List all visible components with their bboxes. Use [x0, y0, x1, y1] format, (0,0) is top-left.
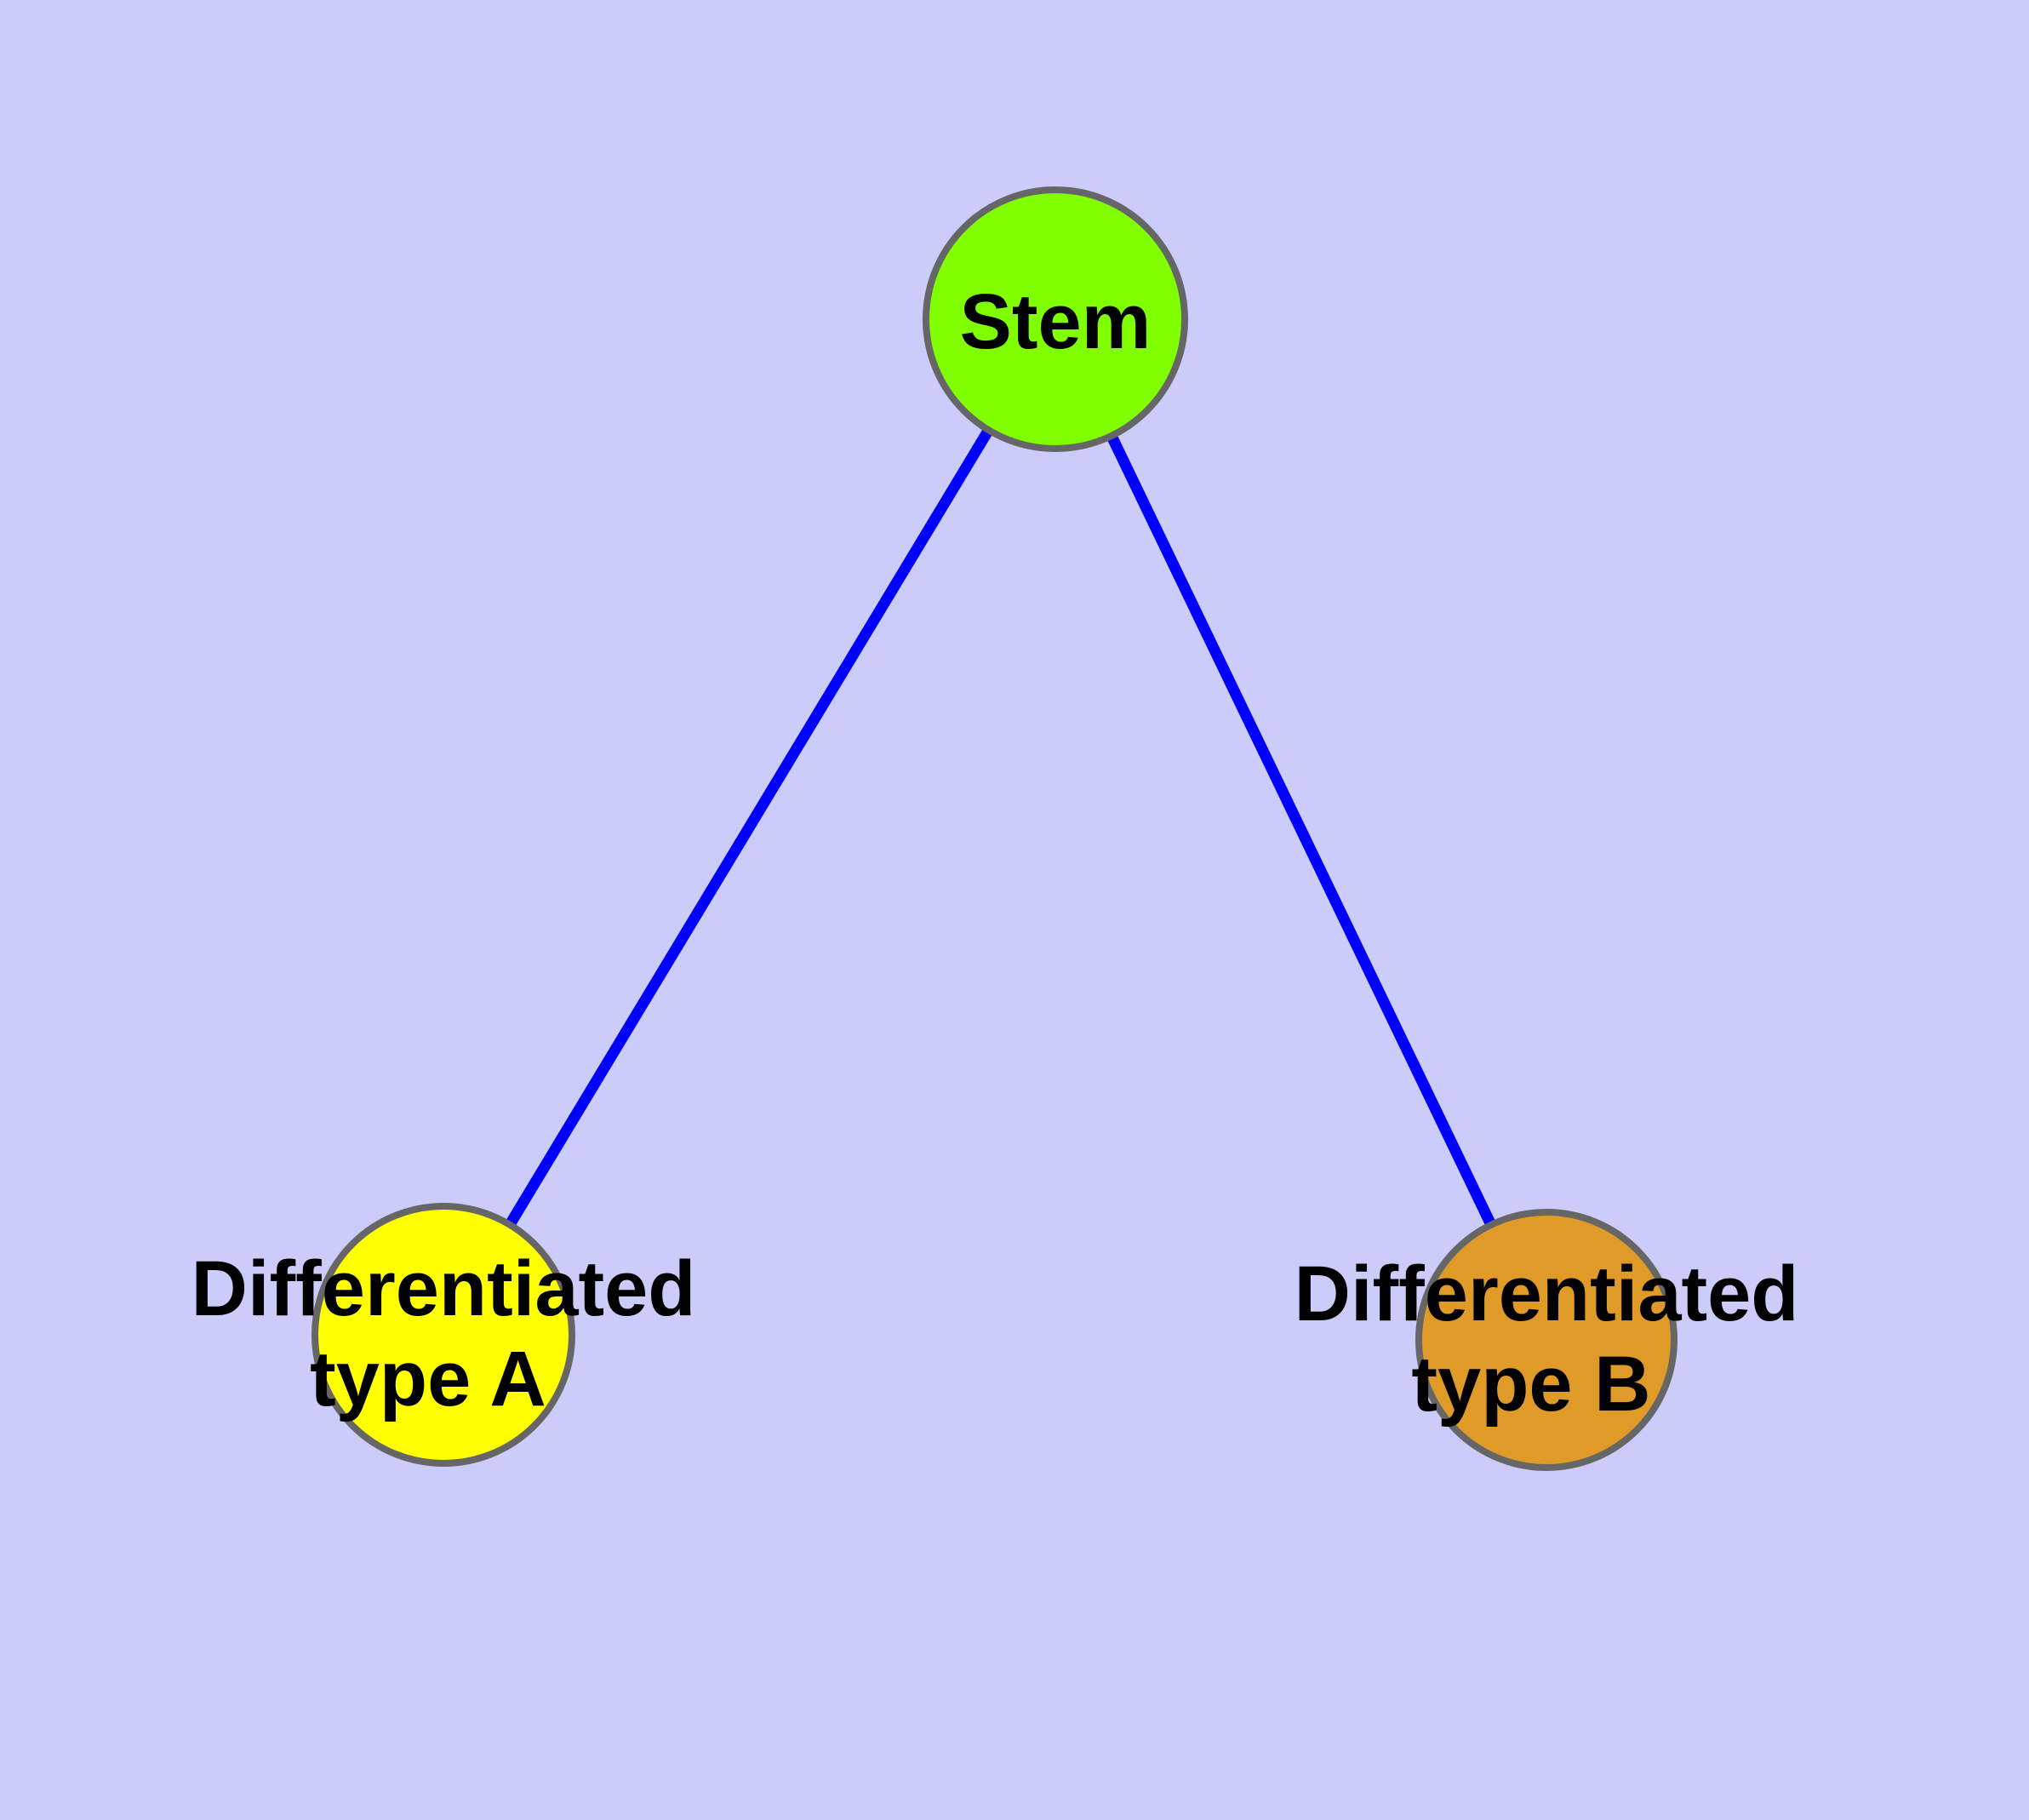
label-layer: Stem Differentiated type A Differentiate…	[191, 278, 1799, 1428]
node-circle-differentiated-type-b[interactable]	[1415, 1209, 1677, 1471]
node-circle-differentiated-type-a[interactable]	[311, 1203, 575, 1467]
node-differentiated-type-b[interactable]	[1415, 1209, 1677, 1471]
edge-stem-to-differentiated-type-a[interactable]	[438, 316, 1060, 1338]
node-label-differentiated-type-a-line2: type A	[310, 1336, 546, 1422]
node-label-differentiated-type-b-line2: type B	[1411, 1341, 1650, 1428]
node-stem[interactable]	[923, 186, 1188, 452]
edge-stem-to-differentiated-type-b[interactable]	[1050, 317, 1552, 1342]
node-label-stem: Stem	[960, 278, 1152, 365]
node-label-differentiated-type-a-line1: Differentiated	[191, 1245, 696, 1332]
node-label-differentiated-type-b-line1: Differentiated	[1295, 1251, 1799, 1337]
edge-layer	[438, 316, 1552, 1342]
node-circle-stem[interactable]	[923, 186, 1188, 452]
node-layer	[311, 186, 1677, 1471]
node-differentiated-type-a[interactable]	[311, 1203, 575, 1467]
